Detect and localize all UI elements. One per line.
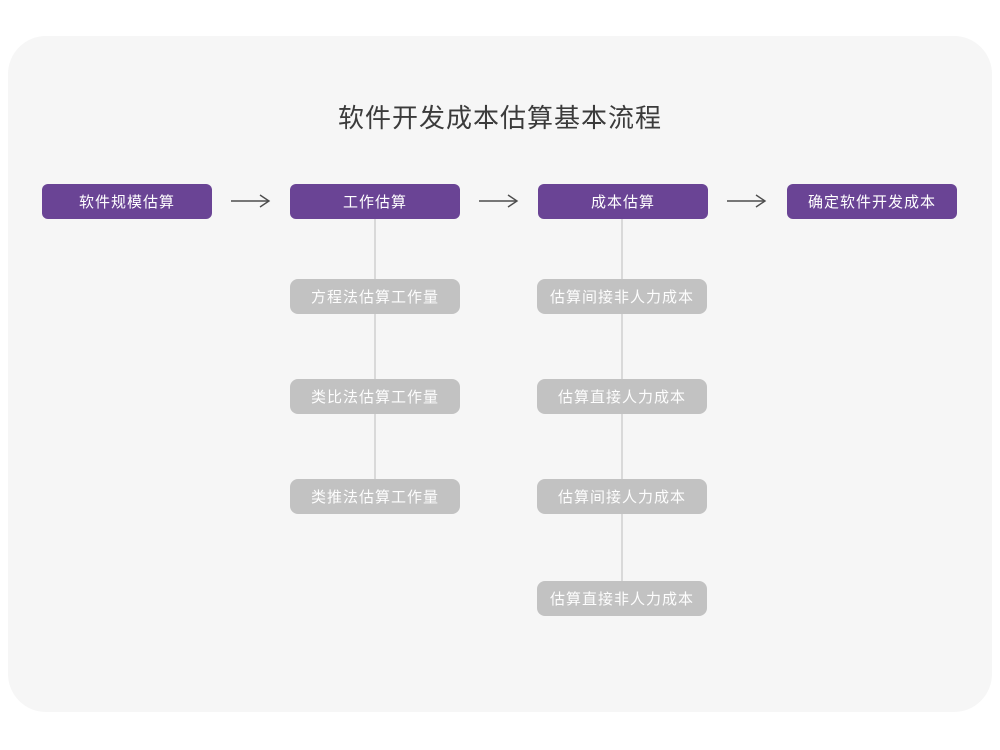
sub-node-direct-nonlabor-cost: 估算直接非人力成本: [537, 581, 707, 616]
sub-node-label: 估算直接非人力成本: [549, 591, 694, 608]
diagram-title: 软件开发成本估算基本流程: [337, 103, 662, 133]
sub-node-label: 估算间接非人力成本: [549, 289, 694, 306]
flowchart-card: [8, 36, 992, 712]
sub-node-label: 估算间接人力成本: [557, 489, 686, 506]
sub-node-indirect-nonlabor-cost: 估算间接非人力成本: [537, 279, 707, 314]
connector-line-work-estimation: [374, 219, 376, 481]
flow-node-label: 成本估算: [590, 194, 655, 211]
sub-node-direct-labor-cost: 估算直接人力成本: [537, 379, 707, 414]
flow-node-software-scale-estimation: 软件规模估算: [42, 184, 212, 219]
arrow-right-icon: [479, 194, 519, 208]
flow-node-label: 工作估算: [342, 194, 407, 211]
flow-node-work-estimation: 工作估算: [290, 184, 460, 219]
sub-node-label: 类比法估算工作量: [310, 389, 439, 406]
sub-node-label: 方程法估算工作量: [310, 289, 439, 306]
sub-node-label: 估算直接人力成本: [557, 389, 686, 406]
flow-node-label: 确定软件开发成本: [807, 194, 936, 211]
sub-node-label: 类推法估算工作量: [310, 489, 439, 506]
sub-node-extrapolation-method: 类推法估算工作量: [290, 479, 460, 514]
sub-node-analogy-method: 类比法估算工作量: [290, 379, 460, 414]
sub-node-indirect-labor-cost: 估算间接人力成本: [537, 479, 707, 514]
arrow-right-icon: [727, 194, 767, 208]
arrow-right-icon: [231, 194, 271, 208]
flow-node-cost-estimation: 成本估算: [538, 184, 708, 219]
flow-node-label: 软件规模估算: [78, 194, 175, 211]
flow-node-determine-development-cost: 确定软件开发成本: [787, 184, 957, 219]
sub-node-equation-method: 方程法估算工作量: [290, 279, 460, 314]
